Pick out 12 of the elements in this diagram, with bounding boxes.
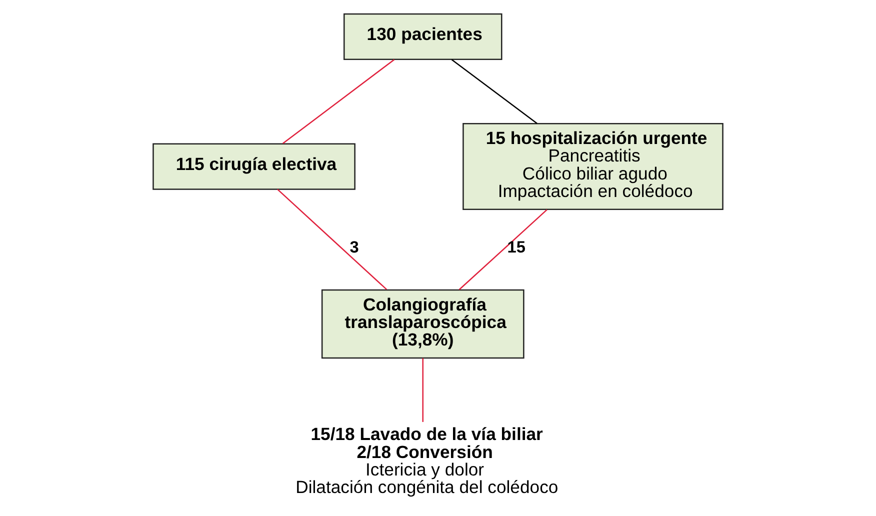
connector — [422, 358, 424, 422]
edge-label: 3 — [350, 238, 359, 256]
node-text: 15/18 Lavado de la vía biliar 2/18 Conversión Ictericia y dolor Dilatación congénita del colédoco — [296, 424, 558, 497]
node-box: Colangiografía translaparoscópica (13,8%) — [321, 288, 524, 358]
node-box: 130 pacientes — [344, 12, 502, 60]
node-box: 115 cirugía electiva — [152, 142, 356, 190]
connector — [277, 188, 388, 290]
connector — [282, 58, 395, 144]
node-box: 15 hospitalización urgente Pancreatitis Cólico biliar agudo Impactación en colédoco — [462, 122, 724, 210]
connector — [451, 58, 538, 124]
connector — [458, 208, 548, 290]
edge-label: 15 — [507, 238, 526, 256]
